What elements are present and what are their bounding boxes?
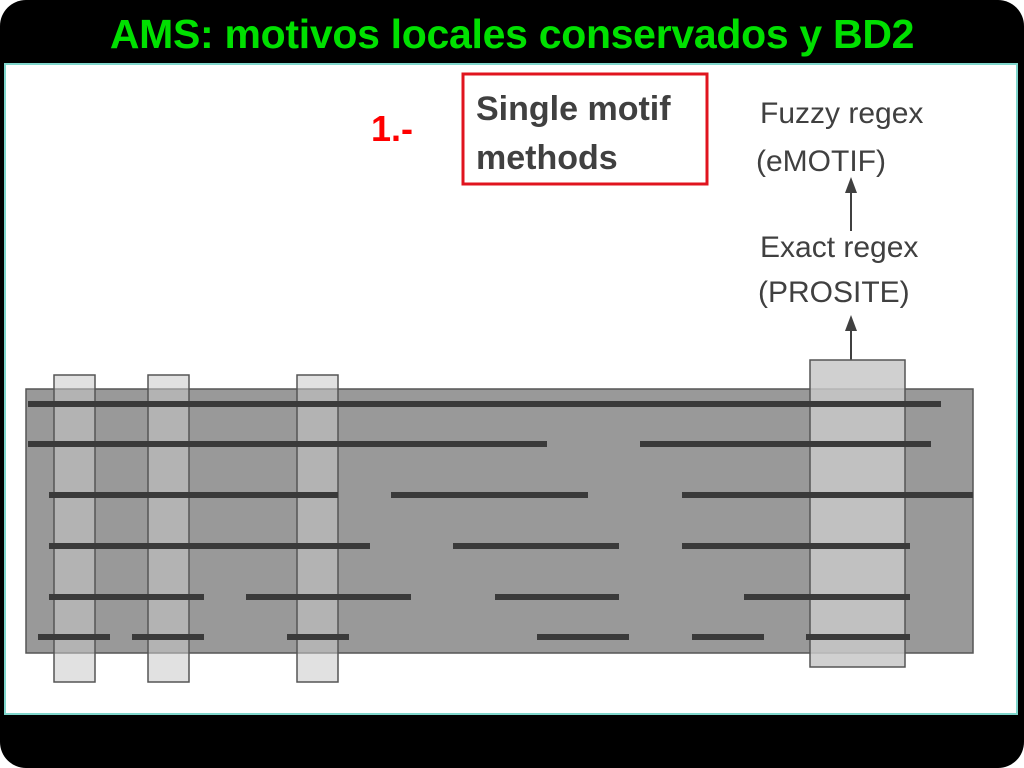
alignment-diagram: 1.- Single motif methods Fuzzy regex (eM… <box>25 72 974 683</box>
exact-regex-label: Exact regex <box>760 231 918 264</box>
prosite-label: (PROSITE) <box>758 276 910 309</box>
diagram-panel: 1.- Single motif methods Fuzzy regex (eM… <box>4 63 1018 715</box>
step-number: 1.- <box>371 108 413 149</box>
motif-column-3 <box>296 374 339 683</box>
arrow-head-lower <box>845 315 857 331</box>
fuzzy-regex-label: Fuzzy regex <box>760 97 923 130</box>
single-motif-label-line2: methods <box>476 139 618 177</box>
slide-title: AMS: motivos locales conservados y BD2 <box>109 11 915 57</box>
emotif-label: (eMOTIF) <box>756 145 886 178</box>
motif-column-4 <box>809 359 906 668</box>
motif-column-1 <box>53 374 96 683</box>
sequence-lines <box>28 401 973 640</box>
single-motif-box <box>461 72 709 186</box>
arrow-head-upper <box>845 177 857 193</box>
single-motif-label-line1: Single motif <box>476 90 671 128</box>
motif-column-2 <box>147 374 190 683</box>
